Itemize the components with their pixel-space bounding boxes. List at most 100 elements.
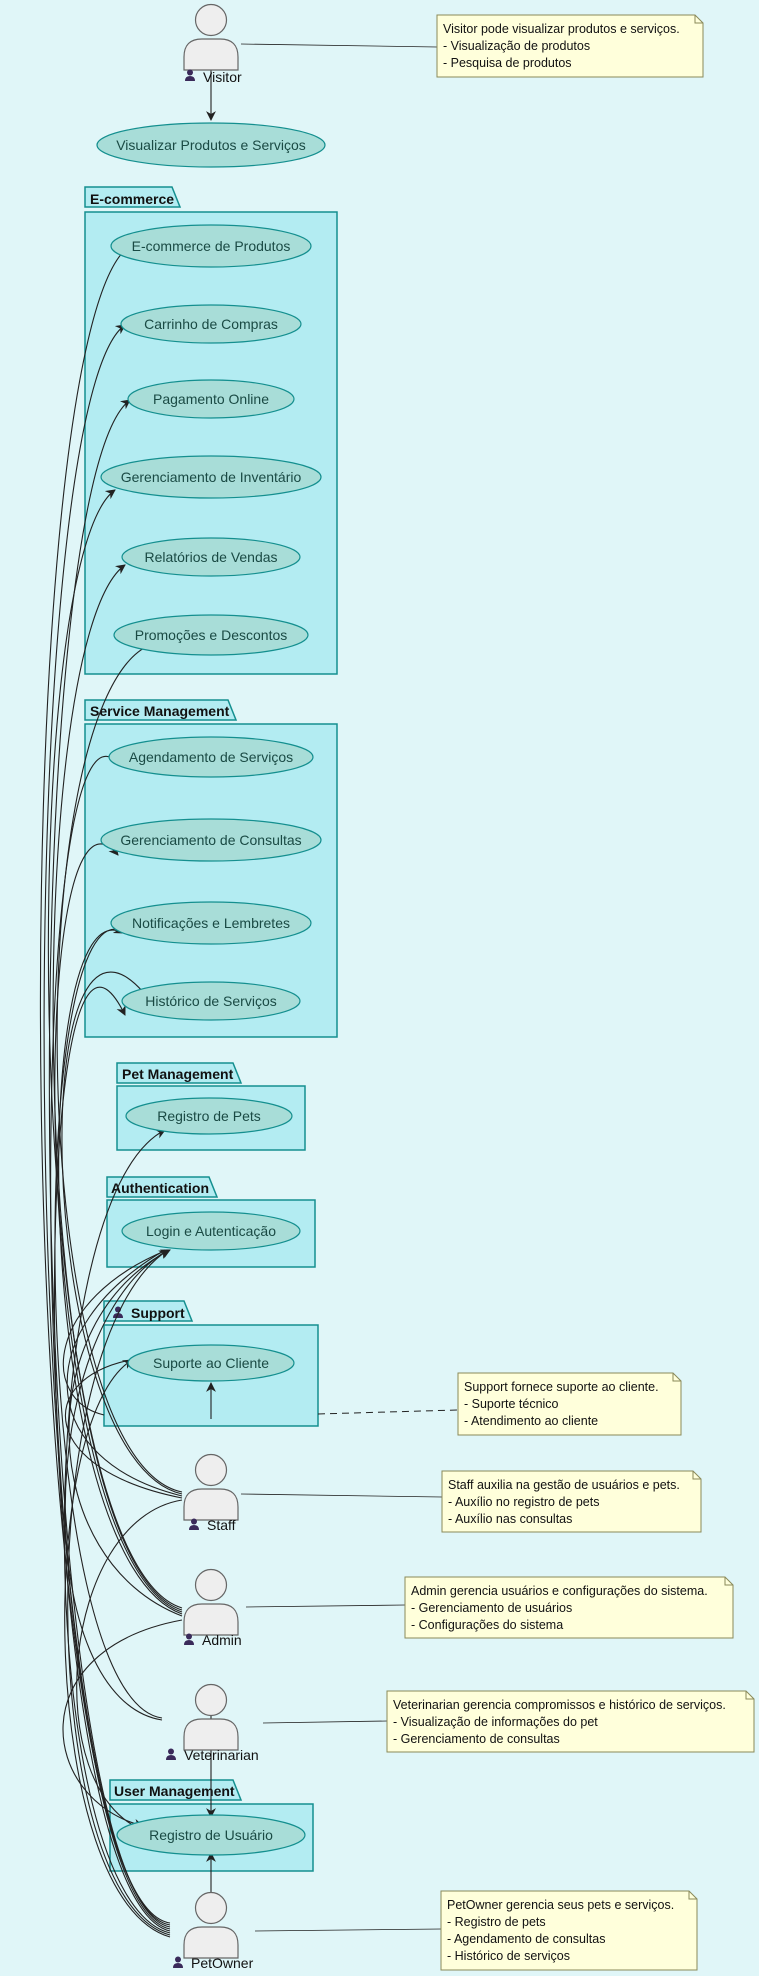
svg-text:E-commerce de Produtos: E-commerce de Produtos bbox=[132, 238, 291, 254]
line-support-login bbox=[62, 1249, 168, 1416]
note-admin-line-3: - Configurações do sistema bbox=[411, 1618, 563, 1632]
svg-text:Relatórios de Vendas: Relatórios de Vendas bbox=[144, 549, 277, 565]
actor-admin-figure bbox=[183, 1568, 239, 1636]
note-visitor-line-1: Visitor pode visualizar produtos e servi… bbox=[443, 22, 680, 36]
package-title-ecommerce: E-commerce bbox=[90, 191, 174, 207]
note-support: Support fornece suporte ao cliente. - Su… bbox=[457, 1372, 682, 1436]
usecase-notificacoes[interactable]: Notificações e Lembretes bbox=[110, 901, 312, 945]
package-title-auth: Authentication bbox=[111, 1180, 209, 1196]
actor-petowner-label: PetOwner bbox=[191, 1955, 254, 1971]
note-link-staff bbox=[240, 1493, 443, 1498]
actor-staff-label: Staff bbox=[207, 1517, 236, 1533]
arrow-petowner-historico bbox=[53, 987, 171, 1932]
usecase-visualizar[interactable]: Visualizar Produtos e Serviços bbox=[96, 122, 326, 168]
package-title-service: Service Management bbox=[90, 703, 230, 719]
arrow-admin-notificacoes bbox=[58, 924, 183, 1615]
line-staff-registro-usuario bbox=[76, 1499, 183, 1831]
usecase-promocoes[interactable]: Promoções e Descontos bbox=[113, 614, 309, 656]
usecase-ecommerce-produtos[interactable]: E-commerce de Produtos bbox=[110, 224, 312, 268]
actor-petowner-icon bbox=[173, 1956, 183, 1968]
svg-text:Pagamento Online: Pagamento Online bbox=[153, 391, 269, 407]
actor-visitor[interactable]: Visitor bbox=[183, 3, 242, 86]
svg-text:Gerenciamento de Inventário: Gerenciamento de Inventário bbox=[121, 469, 302, 485]
arrow-admin-registro-usuario bbox=[62, 1619, 183, 1829]
usecase-registro-usuario[interactable]: Registro de Usuário bbox=[116, 1814, 306, 1856]
svg-text:Promoções e Descontos: Promoções e Descontos bbox=[135, 627, 288, 643]
note-veterinarian-line-3: - Gerenciamento de consultas bbox=[393, 1732, 560, 1746]
package-ecommerce: E-commerce bbox=[84, 186, 338, 675]
line-staff-historico bbox=[61, 971, 183, 1495]
note-visitor-line-3: - Pesquisa de produtos bbox=[443, 56, 572, 70]
arrow-petowner-suporte bbox=[64, 1359, 171, 1938]
actor-veterinarian[interactable]: Veterinarian bbox=[166, 1683, 259, 1764]
note-staff-line-2: - Auxílio no registro de pets bbox=[448, 1495, 599, 1509]
use-cases: Visualizar Produtos e Serviços E-commerc… bbox=[96, 122, 326, 1856]
svg-text:Registro de Pets: Registro de Pets bbox=[157, 1108, 261, 1124]
usecase-relatorios[interactable]: Relatórios de Vendas bbox=[121, 537, 301, 577]
line-staff-suporte bbox=[64, 1359, 183, 1499]
note-link-petowner bbox=[254, 1928, 442, 1932]
usecase-pagamento[interactable]: Pagamento Online bbox=[127, 379, 295, 419]
line-staff-login bbox=[66, 1249, 183, 1497]
note-admin-line-1: Admin gerencia usuários e configurações … bbox=[411, 1584, 708, 1598]
actor-visitor-icon bbox=[185, 69, 195, 81]
usecase-login[interactable]: Login e Autenticação bbox=[121, 1211, 301, 1251]
note-support-line-2: - Suporte técnico bbox=[464, 1397, 559, 1411]
note-petowner-line-3: - Agendamento de consultas bbox=[447, 1932, 605, 1946]
actor-staff[interactable]: Staff bbox=[183, 1453, 239, 1534]
note-admin-line-2: - Gerenciamento de usuários bbox=[411, 1601, 572, 1615]
actor-veterinarian-label: Veterinarian bbox=[184, 1747, 259, 1763]
note-link-visitor bbox=[240, 43, 438, 48]
svg-text:Notificações e Lembretes: Notificações e Lembretes bbox=[132, 915, 290, 931]
usecase-registro-pets[interactable]: Registro de Pets bbox=[125, 1097, 293, 1135]
note-support-line-3: - Atendimento ao cliente bbox=[464, 1414, 598, 1428]
svg-text:Suporte ao Cliente: Suporte ao Cliente bbox=[153, 1355, 269, 1371]
usecase-historico[interactable]: Histórico de Serviços bbox=[121, 981, 301, 1021]
note-petowner-line-4: - Histórico de serviços bbox=[447, 1949, 570, 1963]
actor-admin-label: Admin bbox=[202, 1632, 242, 1648]
note-link-vet bbox=[262, 1720, 388, 1724]
usecase-carrinho[interactable]: Carrinho de Compras bbox=[120, 304, 302, 344]
note-petowner-line-2: - Registro de pets bbox=[447, 1915, 546, 1929]
actor-veterinarian-icon bbox=[166, 1748, 176, 1760]
svg-text:Visualizar Produtos e Serviços: Visualizar Produtos e Serviços bbox=[116, 137, 306, 153]
actor-admin[interactable]: Admin bbox=[183, 1568, 242, 1649]
connectors bbox=[39, 43, 458, 1938]
note-link-support bbox=[317, 1409, 458, 1415]
note-veterinarian-line-1: Veterinarian gerencia compromissos e his… bbox=[393, 1698, 726, 1712]
note-visitor-line-2: - Visualização de produtos bbox=[443, 39, 590, 53]
note-support-line-1: Support fornece suporte ao cliente. bbox=[464, 1380, 659, 1394]
note-link-admin bbox=[245, 1604, 406, 1608]
package-title-pet: Pet Management bbox=[122, 1066, 234, 1082]
note-staff-line-1: Staff auxilia na gestão de usuários e pe… bbox=[448, 1478, 680, 1492]
arrow-petowner-registro-pets bbox=[63, 1129, 171, 1934]
usecase-consultas[interactable]: Gerenciamento de Consultas bbox=[100, 818, 322, 862]
actor-visitor-figure bbox=[183, 3, 239, 71]
note-petowner-line-1: PetOwner gerencia seus pets e serviços. bbox=[447, 1898, 674, 1912]
svg-text:Agendamento de Serviços: Agendamento de Serviços bbox=[129, 749, 293, 765]
arrow-petowner-login bbox=[67, 1249, 171, 1936]
arrow-petowner-agendamento bbox=[50, 754, 171, 1930]
note-petowner: PetOwner gerencia seus pets e serviços. … bbox=[440, 1890, 698, 1971]
actor-petowner[interactable]: PetOwner bbox=[173, 1891, 254, 1972]
usecase-suporte[interactable]: Suporte ao Cliente bbox=[127, 1344, 295, 1382]
package-title-user: User Management bbox=[114, 1783, 235, 1799]
package-title-support: Support bbox=[131, 1305, 185, 1321]
actor-petowner-figure bbox=[183, 1891, 239, 1959]
usecase-inventario[interactable]: Gerenciamento de Inventário bbox=[100, 455, 322, 499]
line-vet-notificacoes bbox=[54, 928, 163, 1719]
usecase-agendamento[interactable]: Agendamento de Serviços bbox=[108, 736, 314, 778]
arrow-admin-login bbox=[68, 1249, 183, 1617]
note-admin: Admin gerencia usuários e configurações … bbox=[404, 1576, 734, 1639]
svg-text:Registro de Usuário: Registro de Usuário bbox=[149, 1827, 273, 1843]
arrow-admin-inventario bbox=[47, 489, 183, 1609]
svg-text:Carrinho de Compras: Carrinho de Compras bbox=[144, 316, 278, 332]
note-veterinarian-line-2: - Visualização de informações do pet bbox=[393, 1715, 598, 1729]
svg-text:Gerenciamento de Consultas: Gerenciamento de Consultas bbox=[120, 832, 301, 848]
actor-visitor-label: Visitor bbox=[203, 69, 242, 85]
note-veterinarian: Veterinarian gerencia compromissos e his… bbox=[386, 1690, 755, 1753]
svg-text:Histórico de Serviços: Histórico de Serviços bbox=[145, 993, 277, 1009]
note-visitor: Visitor pode visualizar produtos e servi… bbox=[436, 14, 704, 78]
actor-staff-figure bbox=[183, 1453, 239, 1521]
